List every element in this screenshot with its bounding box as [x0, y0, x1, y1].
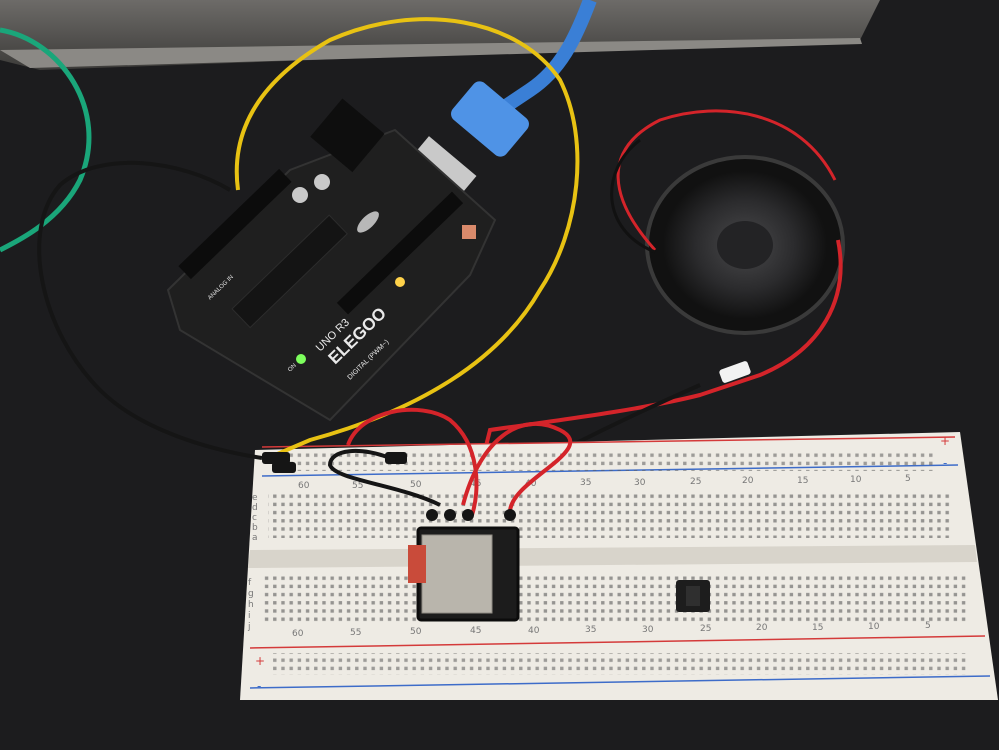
col-number: 25 — [690, 477, 701, 487]
wire-end-module-3 — [462, 509, 474, 521]
row-letter: g — [248, 589, 254, 599]
yellow-wire — [234, 17, 580, 457]
top-rail-holes — [275, 451, 935, 471]
red-wire-2 — [461, 421, 572, 513]
bottom-rail-holes — [270, 653, 970, 675]
wire-end-yellow — [262, 452, 290, 464]
col-number: 40 — [528, 626, 540, 636]
green-wire — [0, 27, 92, 253]
board-on-label: ON — [287, 363, 298, 374]
black-wire-gnd — [327, 448, 441, 507]
sd-card-slot — [421, 534, 493, 614]
tray-edge — [0, 38, 862, 68]
col-number: 20 — [756, 623, 768, 633]
wire-end-module-4 — [504, 509, 516, 521]
black-wire-left — [37, 160, 263, 460]
speaker — [645, 155, 845, 335]
col-number: 20 — [742, 476, 754, 486]
red-wire-1 — [346, 407, 479, 516]
wire-end-gnd — [385, 452, 407, 464]
col-number: 35 — [585, 625, 596, 635]
col-number: 5 — [925, 621, 931, 631]
rail-plus-bottom: + — [255, 654, 265, 668]
speaker-black-wire-2 — [610, 138, 656, 254]
rail-minus-top: - — [943, 456, 947, 470]
speaker-connector — [719, 361, 751, 383]
led-l — [395, 277, 405, 287]
col-number: 60 — [292, 629, 304, 639]
col-number: 50 — [410, 480, 422, 490]
row-letter: d — [252, 503, 258, 513]
col-number: 35 — [580, 478, 591, 488]
capacitor-1 — [292, 187, 308, 203]
microcontroller-chip — [231, 214, 348, 329]
push-button — [676, 580, 710, 612]
led-power — [296, 354, 306, 364]
wire-end-black — [272, 462, 296, 473]
usb-cable — [496, 0, 597, 116]
row-letter: f — [248, 578, 252, 588]
wire-end-module-1 — [426, 509, 438, 521]
row-letter: c — [252, 513, 257, 523]
col-number: 55 — [352, 481, 363, 491]
speaker-cone — [717, 221, 773, 269]
col-number: 10 — [868, 622, 880, 632]
crystal — [357, 211, 379, 233]
top-rail-red — [261, 436, 956, 448]
col-number: 55 — [350, 628, 361, 638]
col-number: 15 — [812, 623, 823, 633]
terminal-bottom — [262, 575, 967, 625]
speaker-black-wire — [616, 109, 837, 252]
sd-card — [408, 545, 426, 583]
row-letter: b — [252, 523, 258, 533]
row-letter: i — [248, 611, 251, 621]
power-header — [178, 168, 292, 280]
capacitor-2 — [314, 174, 330, 190]
col-number: 50 — [410, 627, 422, 637]
col-number: 25 — [700, 624, 711, 634]
col-number: 60 — [298, 481, 310, 491]
col-number: 30 — [642, 625, 654, 635]
digital-header — [336, 191, 464, 315]
reset-button — [462, 225, 476, 239]
col-number: 15 — [797, 476, 808, 486]
row-letters-left: a b c d e f g h i j — [247, 493, 258, 632]
column-numbers-bottom: 60 55 50 45 40 35 30 25 20 15 10 5 — [292, 621, 931, 639]
breadboard: + - + - 60 55 50 45 40 35 30 25 20 15 10… — [240, 432, 998, 700]
row-letter: a — [252, 533, 258, 543]
arduino-board: ELEGOO UNO R3 DIGITAL (PWM~) ANALOG IN O… — [166, 98, 497, 422]
row-letter: h — [248, 600, 254, 610]
row-letter: e — [252, 493, 258, 503]
dc-jack — [310, 98, 385, 173]
bottom-rail-blue — [249, 675, 991, 689]
terminal-top — [268, 492, 953, 538]
row-letter: j — [247, 622, 251, 632]
mp3-module — [408, 526, 520, 622]
rail-minus-bottom: - — [257, 679, 261, 693]
rail-plus-top: + — [940, 434, 950, 448]
col-number: 10 — [850, 475, 862, 485]
col-number: 30 — [634, 478, 646, 488]
col-number: 45 — [470, 626, 481, 636]
bottom-rail-red — [249, 635, 986, 649]
col-number: 5 — [905, 474, 911, 484]
speaker-red-wire — [468, 239, 843, 511]
wire-end-module-2 — [444, 509, 456, 521]
